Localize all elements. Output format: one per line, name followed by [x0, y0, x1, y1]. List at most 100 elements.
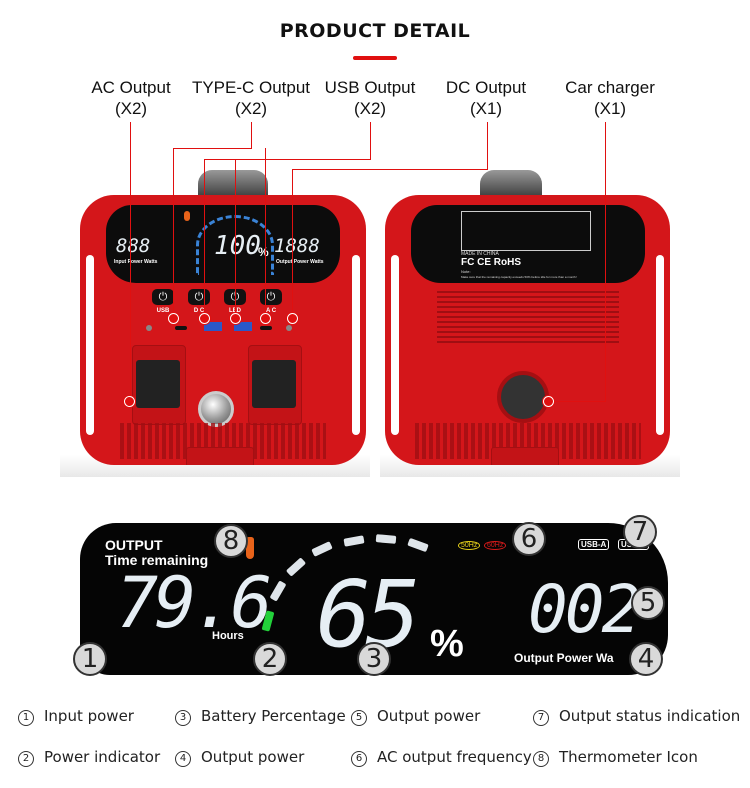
- label-name: AC Output: [91, 78, 171, 97]
- time-remaining-value: 79.6: [116, 562, 273, 644]
- title-underline: [353, 56, 397, 60]
- legend-num: 2: [18, 751, 34, 767]
- legend-item-8: 8 Thermometer Icon: [533, 748, 698, 767]
- legend-text: Power indicator: [44, 748, 161, 766]
- legend-text: Output status indication: [559, 707, 741, 725]
- output-digits: 1888: [274, 235, 320, 257]
- badge-7: 7: [623, 515, 657, 549]
- label-typec-output: TYPE-C Output (X2): [186, 77, 316, 119]
- arc-segment: [311, 541, 333, 557]
- arc-segment: [285, 557, 307, 577]
- legend-item-2: 2 Power indicator: [18, 748, 160, 767]
- usb-port-1: [204, 322, 222, 331]
- leader-dot-ac: [124, 396, 135, 407]
- battery-unit: %: [258, 245, 269, 259]
- display-mode-subtitle: Time remaining: [105, 552, 209, 568]
- badge-3: 3: [357, 642, 391, 676]
- label-name: Car charger: [565, 78, 655, 97]
- output-power-label: Output Power Wa: [514, 651, 614, 665]
- made-in-label: MADE IN CHINA: [461, 251, 499, 257]
- label-qty: (X2): [234, 99, 268, 118]
- arc-segment: [343, 535, 365, 547]
- front-device: 888 Input Power Watts 100 % 1888 Output …: [80, 195, 366, 465]
- legend-num: 3: [175, 710, 191, 726]
- front-screen: 888 Input Power Watts 100 % 1888 Output …: [106, 205, 340, 283]
- legend-text: Thermometer Icon: [559, 748, 698, 766]
- back-foot-plate: [491, 447, 559, 465]
- label-qty: (X1): [593, 99, 627, 118]
- badge-2: 2: [253, 642, 287, 676]
- usb-a-indicator: USB-A: [578, 539, 610, 550]
- output-power-value: 002: [528, 571, 641, 648]
- legend-num: 8: [533, 751, 549, 767]
- leader-dot-car: [543, 396, 554, 407]
- battery-digits: 100: [214, 231, 261, 261]
- leader-usb-v1: [204, 159, 205, 318]
- leader-typec-v1: [173, 148, 174, 318]
- leader-usb-v2: [235, 159, 236, 318]
- thermometer-icon: [246, 537, 254, 559]
- input-label: Input Power Watts: [114, 259, 158, 265]
- badge-1: 1: [73, 642, 107, 676]
- legend-item-5: 5 Output power: [351, 707, 480, 726]
- legend-text: Output power: [377, 707, 481, 725]
- label-car-charger: Car charger (X1): [558, 77, 662, 119]
- leader-dc: [487, 122, 488, 170]
- typec-port-2: [260, 326, 272, 330]
- legend-num: 4: [175, 751, 191, 767]
- legend-text: Output power: [201, 748, 305, 766]
- label-name: DC Output: [445, 78, 527, 97]
- legend-num: 6: [351, 751, 367, 767]
- legend-text: Input power: [44, 707, 134, 725]
- legend-text: AC output frequency: [377, 748, 532, 766]
- ac-socket-2: [252, 360, 296, 408]
- leader-typec-h: [173, 148, 252, 149]
- label-name: USB Output: [324, 78, 416, 97]
- ac-power-button[interactable]: ⏻: [260, 289, 282, 305]
- leader-usb: [370, 122, 371, 160]
- dc-input-port: [146, 325, 152, 331]
- ac-button-label: A C: [265, 308, 277, 314]
- legend-num: 7: [533, 710, 549, 726]
- freq-60hz-indicator: 60Hz: [484, 541, 507, 550]
- input-digits: 888: [116, 235, 151, 257]
- leader-typec: [251, 122, 252, 149]
- usb-power-button[interactable]: ⏻: [152, 289, 174, 305]
- arc-segment: [375, 534, 397, 544]
- thermometer-icon: [184, 211, 190, 221]
- left-grip: [86, 255, 94, 435]
- output-label: Output Power Watts: [276, 259, 324, 265]
- leader-dc-h: [292, 169, 488, 170]
- label-qty: (X1): [469, 99, 503, 118]
- car-charger-socket: [497, 371, 549, 423]
- badge-8: 8: [214, 524, 248, 558]
- leader-ac: [130, 122, 131, 402]
- label-usb-output: USB Output (X2): [320, 77, 420, 119]
- battery-percentage-unit: %: [430, 623, 464, 665]
- left-grip: [391, 255, 399, 435]
- label-dc-output: DC Output (X1): [440, 77, 532, 119]
- back-grille: [437, 291, 619, 343]
- display-mode-title: OUTPUT: [105, 537, 163, 553]
- typec-port-1: [175, 326, 187, 330]
- power-knob[interactable]: [198, 391, 234, 427]
- leader-dot-typec-2: [260, 313, 271, 324]
- leader-dot-typec-1: [168, 313, 179, 324]
- dc-button-label: D C: [193, 308, 205, 314]
- right-grip: [352, 255, 360, 435]
- leader-usb-h: [204, 159, 371, 160]
- legend-item-4: 4 Output power: [175, 748, 304, 767]
- back-label-panel: MADE IN CHINA FC CE RoHS Note: Make sure…: [411, 205, 645, 283]
- leader-dc-v: [292, 169, 293, 318]
- page-title: PRODUCT DETAIL: [279, 20, 471, 42]
- label-ac-output: AC Output (X2): [85, 77, 177, 119]
- dc-output-port: [286, 325, 292, 331]
- badge-6: 6: [512, 522, 546, 556]
- dc-power-button[interactable]: ⏻: [188, 289, 210, 305]
- leader-car: [605, 122, 606, 402]
- leader-dot-usb-1: [199, 313, 210, 324]
- legend-num: 5: [351, 710, 367, 726]
- arc-segment: [269, 580, 287, 602]
- legend-item-6: 6 AC output frequency: [351, 748, 532, 767]
